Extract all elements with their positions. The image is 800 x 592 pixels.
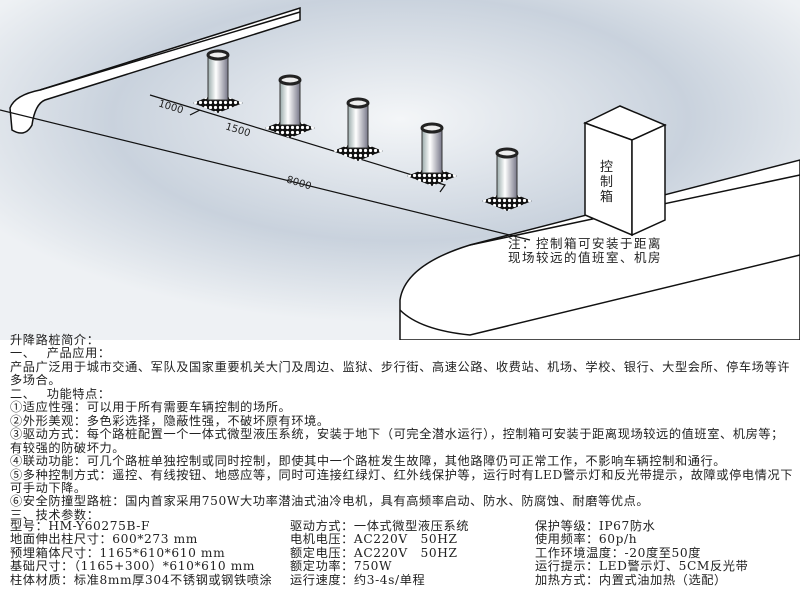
intro-text: 升降路桩简介： 一、 产品应用： 产品广泛用于城市交通、军队及国家重要机关大门及… bbox=[10, 333, 795, 522]
spec-item: 保护等级：IP67防水 bbox=[535, 519, 656, 533]
feature-item: ⑤多种控制方式：遥控、有线按钮、地感应等，同时可连接红绿灯、红外线保护等，运行时… bbox=[10, 467, 794, 495]
bollards bbox=[193, 49, 532, 211]
feature-item: ①适应性强：可以用于所有需要车辆控制的场所。 bbox=[10, 400, 292, 415]
spec-item: 预埋箱体尺寸：1165*610*610 mm bbox=[10, 545, 226, 560]
feature-item: ②外形美观：多色彩选择，隐蔽性强，不破坏原有环境。 bbox=[10, 413, 330, 428]
spec-item: 额定功率：750W bbox=[290, 559, 393, 574]
spec-column-3: 保护等级：IP67防水 使用频率：60p/h 工作环境温度：-20度至50度 运… bbox=[535, 519, 749, 587]
section-specs-heading: 三、技术参数： bbox=[10, 507, 100, 522]
feature-item: ③驱动方式：每个路桩配置一个一体式微型液压系统，安装于地下（可完全潜水运行），控… bbox=[10, 427, 784, 455]
control-box-note: 注：控制箱可安装于距离现场较远的值班室、机房 bbox=[508, 236, 663, 265]
spec-item: 柱体材质：标准8mm厚304不锈钢或钢铁喷涂 bbox=[10, 572, 273, 587]
spec-column-2: 驱动方式：一体式微型液压系统 电机电压：AC220V 50HZ 额定电压：AC2… bbox=[290, 519, 470, 587]
section-applications-heading: 一、 产品应用： bbox=[10, 346, 111, 361]
dimension-lines bbox=[0, 94, 531, 241]
spec-item: 使用频率：60p/h bbox=[535, 532, 638, 547]
spec-item: 额定电压：AC220V 50HZ bbox=[290, 545, 458, 560]
section-features-heading: 二、 功能特点： bbox=[10, 386, 111, 401]
spec-item: 工作环境温度：-20度至50度 bbox=[535, 545, 702, 560]
spec-item: 型号：HM-Y60275B-F bbox=[10, 519, 151, 533]
spec-item: 加热方式：内置式油加热（选配） bbox=[535, 572, 727, 587]
feature-item: ④联动功能：可几个路桩单独控制或同时控制，即使其中一个路桩发生故障，其他路障仍可… bbox=[10, 454, 727, 469]
installation-diagram bbox=[0, 0, 800, 340]
spec-item: 运行提示：LED警示灯、5CM反光带 bbox=[535, 559, 749, 574]
spec-item: 基础尺寸：（1165+300）*610*610 mm bbox=[10, 559, 256, 574]
applications-text: 产品广泛用于城市交通、军队及国家重要机关大门及周边、监狱、步行街、高速公路、收费… bbox=[10, 359, 791, 388]
spec-item: 地面伸出柱尺寸：600*273 mm bbox=[10, 532, 198, 547]
spec-item: 电机电压：AC220V 50HZ bbox=[290, 532, 458, 547]
control-box-label: 控制箱 bbox=[600, 160, 614, 205]
spec-item: 驱动方式：一体式微型液压系统 bbox=[290, 519, 470, 533]
spec-item: 运行速度：约3-4s/单程 bbox=[290, 572, 426, 587]
control-box bbox=[583, 105, 667, 237]
spec-column-1: 型号：HM-Y60275B-F 地面伸出柱尺寸：600*273 mm 预埋箱体尺… bbox=[10, 519, 273, 587]
intro-title: 升降路桩简介： bbox=[10, 333, 100, 347]
road-curb-top bbox=[9, 6, 301, 134]
feature-item: ⑥安全防撞型路桩：国内首家采用750W大功率潜油式油冷电机，具有高频率启动、防水… bbox=[10, 494, 650, 509]
